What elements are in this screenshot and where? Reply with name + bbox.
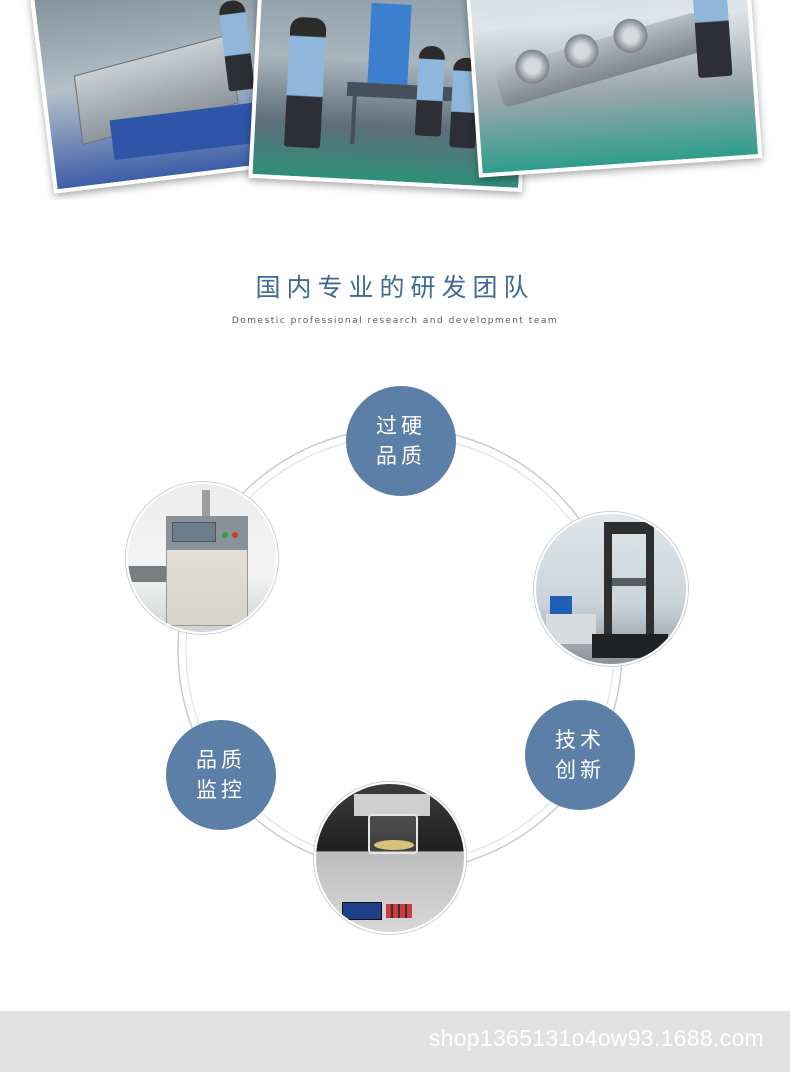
- factory-photo-production-line: [461, 0, 763, 178]
- node-tech-innovation: 技术创新: [525, 700, 635, 810]
- node-label: 技术创新: [555, 728, 605, 782]
- photo-press-tester: [314, 782, 466, 934]
- node-quality-assurance: 过硬品质: [346, 386, 456, 496]
- worker-figure: [283, 16, 327, 149]
- photo-test-cabinet: [126, 482, 278, 634]
- section-subtitle: Domestic professional research and devel…: [231, 316, 559, 326]
- node-quality-monitoring: 品质监控: [166, 720, 276, 830]
- worker-figure: [414, 45, 446, 137]
- worker-figure: [688, 0, 733, 79]
- footer-bar: shop1365131o4ow93.1688.com: [0, 1011, 790, 1072]
- node-label: 过硬品质: [376, 414, 426, 468]
- shop-watermark: shop1365131o4ow93.1688.com: [428, 1025, 764, 1051]
- section-title: 国内专业的研发团队: [255, 273, 535, 302]
- photo-tensile-tester: [534, 512, 688, 666]
- node-label: 品质监控: [196, 748, 246, 802]
